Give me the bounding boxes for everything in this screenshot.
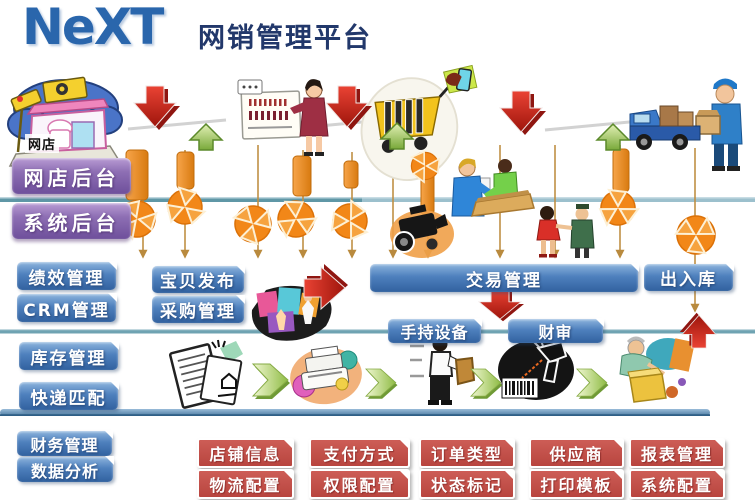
red-down-arrow bbox=[499, 90, 546, 135]
brand-logo: NeXT bbox=[22, 0, 164, 56]
flow-line-top bbox=[0, 197, 755, 202]
box-report-mgmt: 报表管理 bbox=[629, 438, 725, 468]
box-handheld-device: 手持设备 bbox=[388, 318, 482, 343]
box-data-analysis: 数据分析 bbox=[17, 456, 114, 482]
order-documents bbox=[168, 339, 243, 409]
page-title: 网销管理平台 bbox=[198, 23, 372, 54]
shoppers-collage bbox=[251, 285, 332, 341]
box-trade-mgmt: 交易管理 bbox=[370, 263, 639, 292]
presenter-with-chart bbox=[237, 79, 329, 156]
box-logistics-config: 物流配置 bbox=[197, 469, 294, 499]
box-product-publish: 宝贝发布 bbox=[152, 265, 245, 293]
box-finance-mgmt: 财务管理 bbox=[17, 430, 113, 456]
barcode-scanner bbox=[498, 337, 574, 400]
handshake-deal bbox=[536, 204, 595, 258]
pinwheel-nodes bbox=[118, 149, 717, 255]
box-purchase-mgmt: 采购管理 bbox=[152, 295, 245, 323]
box-supplier: 供应商 bbox=[529, 438, 624, 468]
box-performance-mgmt: 绩效管理 bbox=[17, 261, 117, 290]
box-web-backend: 网店后台 bbox=[12, 158, 131, 194]
flow-line-middle bbox=[0, 329, 755, 334]
customer-service-desk bbox=[451, 158, 535, 217]
box-status-mark: 状态标记 bbox=[419, 469, 515, 499]
box-system-backend: 系统后台 bbox=[12, 203, 131, 239]
box-inventory-mgmt: 库存管理 bbox=[19, 341, 119, 370]
box-express-match: 快递匹配 bbox=[19, 381, 119, 410]
box-warehouse-inout: 出入库 bbox=[644, 263, 734, 291]
printer bbox=[290, 345, 362, 405]
box-print-template: 打印模板 bbox=[529, 469, 624, 499]
box-crm-mgmt: CRM管理 bbox=[17, 293, 117, 322]
video-camera bbox=[390, 204, 454, 258]
box-permission-config: 权限配置 bbox=[309, 469, 410, 499]
shop-label: 网店 bbox=[25, 134, 60, 153]
red-down-arrow-small bbox=[478, 289, 524, 322]
picking-worker bbox=[410, 336, 476, 405]
packing-worker bbox=[619, 336, 695, 403]
delivery-truck-courier bbox=[629, 78, 743, 171]
box-payment-method: 支付方式 bbox=[309, 438, 410, 468]
box-order-type: 订单类型 bbox=[419, 438, 515, 468]
box-shop-info: 店铺信息 bbox=[197, 438, 294, 468]
box-finance-audit: 财审 bbox=[508, 318, 604, 343]
flow-line-bottom bbox=[0, 409, 710, 416]
box-system-config: 系统配置 bbox=[629, 469, 725, 499]
